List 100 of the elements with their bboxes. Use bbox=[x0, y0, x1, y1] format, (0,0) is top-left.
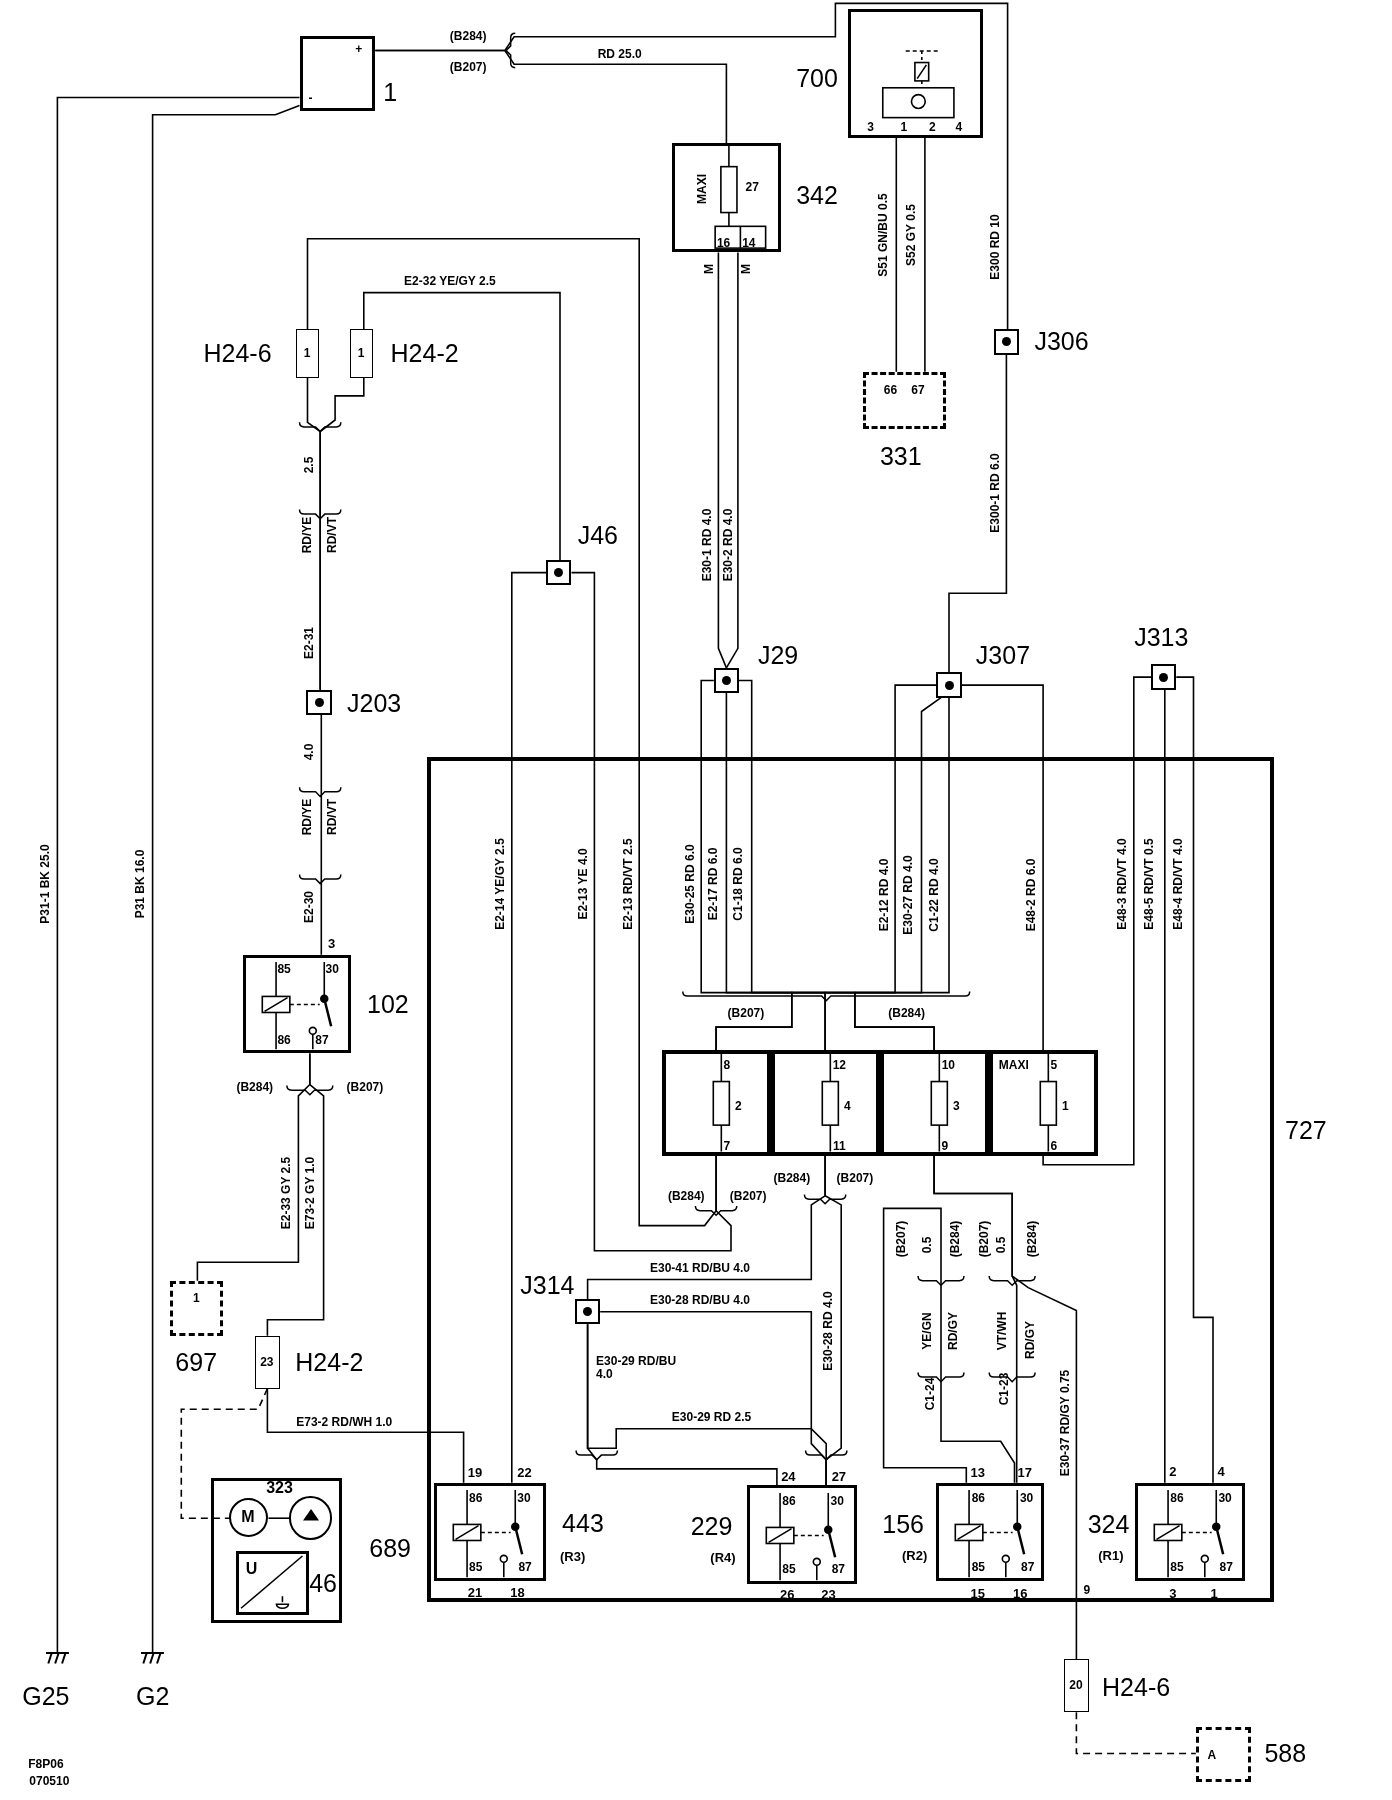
wire-label: E30-1 RD 4.0 bbox=[701, 508, 715, 582]
pin-number: 87 bbox=[1219, 1561, 1233, 1574]
wire bbox=[266, 1387, 465, 1484]
pin-number: 20 bbox=[1069, 1679, 1083, 1692]
wire-label: (B284) bbox=[449, 30, 487, 44]
wire bbox=[725, 251, 739, 669]
wire-label: RD/VT bbox=[326, 516, 340, 553]
pin-number: 85 bbox=[971, 1561, 986, 1574]
wire bbox=[511, 571, 547, 1484]
wire-label: E2-14 YE/GY 2.5 bbox=[494, 837, 509, 930]
wire-label: 9 bbox=[1083, 1583, 1091, 1598]
pin-number: 85 bbox=[782, 1563, 796, 1576]
pin-number: 9 bbox=[941, 1139, 949, 1152]
wire-label: (B284) bbox=[1026, 1221, 1040, 1258]
wire-label: (B284) bbox=[236, 1081, 274, 1095]
wire-label: E30-28 RD 4.0 bbox=[821, 1291, 836, 1371]
wire bbox=[570, 571, 732, 1252]
pin-number: 66 bbox=[883, 384, 898, 397]
wire-label: (B207) bbox=[727, 1007, 765, 1022]
wire-label: E30-29 RD/BU 4.0 bbox=[596, 1354, 678, 1382]
wire-label: C1-22 RD 4.0 bbox=[928, 858, 942, 932]
wire-label: E2-31 bbox=[303, 626, 317, 659]
pin-number: 23 bbox=[260, 1355, 274, 1368]
wire-label: E73-2 GY 1.0 bbox=[304, 1157, 318, 1230]
wire-label: M bbox=[740, 263, 754, 274]
relay-box bbox=[1134, 1482, 1246, 1582]
drawing-code: 070510 bbox=[29, 1775, 70, 1789]
pin-number: MAXI bbox=[695, 173, 708, 204]
wire-label: E30-29 RD 2.5 bbox=[671, 1411, 752, 1425]
relay-box bbox=[747, 1484, 858, 1584]
pin-number: 24 bbox=[781, 1469, 796, 1483]
wire-label: (B284) bbox=[949, 1221, 963, 1258]
wire bbox=[1042, 676, 1152, 1166]
wire-label: E30-27 RD 4.0 bbox=[902, 855, 916, 935]
pin-number: 3 bbox=[1169, 1586, 1177, 1600]
pin-number: 30 bbox=[325, 963, 339, 976]
wire-label: YE/GN bbox=[921, 1312, 935, 1350]
wire-label: S51 GN/BU 0.5 bbox=[877, 193, 891, 277]
wire-label: E30-25 RD 6.0 bbox=[684, 843, 698, 924]
pin-number: (R2) bbox=[901, 1548, 928, 1562]
wire-label: E2-13 YE 4.0 bbox=[577, 848, 591, 920]
wire-label: P31-1 BK 25.0 bbox=[39, 843, 53, 924]
wire-label: C1-18 RD 6.0 bbox=[732, 846, 746, 921]
battery-box bbox=[299, 35, 376, 112]
wire-label: E30-2 RD 4.0 bbox=[722, 508, 736, 582]
relay-box bbox=[243, 954, 352, 1054]
wire-label: (B207) bbox=[346, 1081, 384, 1095]
pin-number: 1 bbox=[357, 346, 365, 359]
pin-number: 2 bbox=[735, 1099, 742, 1112]
fuse-box bbox=[989, 1050, 1099, 1156]
wire bbox=[374, 49, 728, 145]
pin-number: 14 bbox=[742, 236, 756, 249]
wire bbox=[717, 251, 728, 669]
wire-label: RD 25.0 bbox=[597, 48, 642, 62]
splice-point bbox=[546, 560, 572, 586]
fuse-box bbox=[771, 1050, 881, 1156]
ground-label: G2 bbox=[135, 1683, 170, 1709]
wire-label: E2-13 RD/VT 2.5 bbox=[622, 837, 636, 930]
pin-number: 87 bbox=[831, 1563, 845, 1576]
component-label: 1 bbox=[383, 79, 398, 105]
component-label: J46 bbox=[577, 522, 619, 548]
component-label: J307 bbox=[975, 642, 1031, 668]
connector-block bbox=[254, 1335, 280, 1389]
component-label: 323 bbox=[266, 1479, 293, 1496]
component-label: J306 bbox=[1034, 328, 1089, 354]
pin-number: 12 bbox=[832, 1059, 847, 1072]
pin-number: 2 bbox=[929, 120, 936, 133]
component-label: J203 bbox=[347, 690, 402, 716]
pin-number: 1 bbox=[192, 1291, 200, 1304]
dashed-connector-box bbox=[862, 371, 946, 430]
fuse-box bbox=[880, 1050, 990, 1156]
splice-point bbox=[306, 689, 332, 715]
pin-number: 27 bbox=[831, 1469, 847, 1483]
component-label: H24-6 bbox=[203, 340, 272, 366]
component-label: 331 bbox=[879, 443, 922, 469]
pin-number: - bbox=[308, 92, 313, 105]
pin-number: 85 bbox=[277, 963, 291, 976]
wire-label: E2-17 RD 6.0 bbox=[707, 847, 721, 920]
relay-box bbox=[936, 1482, 1045, 1582]
pin-number: 3 bbox=[867, 120, 874, 133]
switch-box bbox=[848, 9, 984, 138]
wire-label: S52 GY 0.5 bbox=[905, 204, 919, 267]
pin-number: 30 bbox=[517, 1492, 531, 1505]
pin-number: 4 bbox=[844, 1099, 851, 1112]
wire-label: E48-3 RD/VT 4.0 bbox=[1116, 837, 1131, 930]
wire-label: 4.0 bbox=[303, 743, 317, 760]
pin-number: MAXI bbox=[998, 1059, 1029, 1072]
pin-number: 18 bbox=[510, 1585, 525, 1599]
component-label: H24-2 bbox=[390, 340, 459, 366]
pump-circle bbox=[288, 1495, 333, 1540]
pin-number: 10 bbox=[941, 1059, 956, 1072]
symbol-letter: M bbox=[241, 1509, 255, 1526]
wire-label: (B207) bbox=[836, 1171, 874, 1186]
wire-label: E300-1 RD 6.0 bbox=[989, 453, 1003, 534]
pin-number: 22 bbox=[517, 1465, 532, 1479]
wire-label: E2-33 GY 2.5 bbox=[280, 1157, 294, 1230]
wire bbox=[319, 376, 365, 691]
pin-number: 7 bbox=[723, 1139, 731, 1152]
pin-number: 15 bbox=[970, 1586, 985, 1600]
pin-number: 27 bbox=[745, 180, 759, 193]
